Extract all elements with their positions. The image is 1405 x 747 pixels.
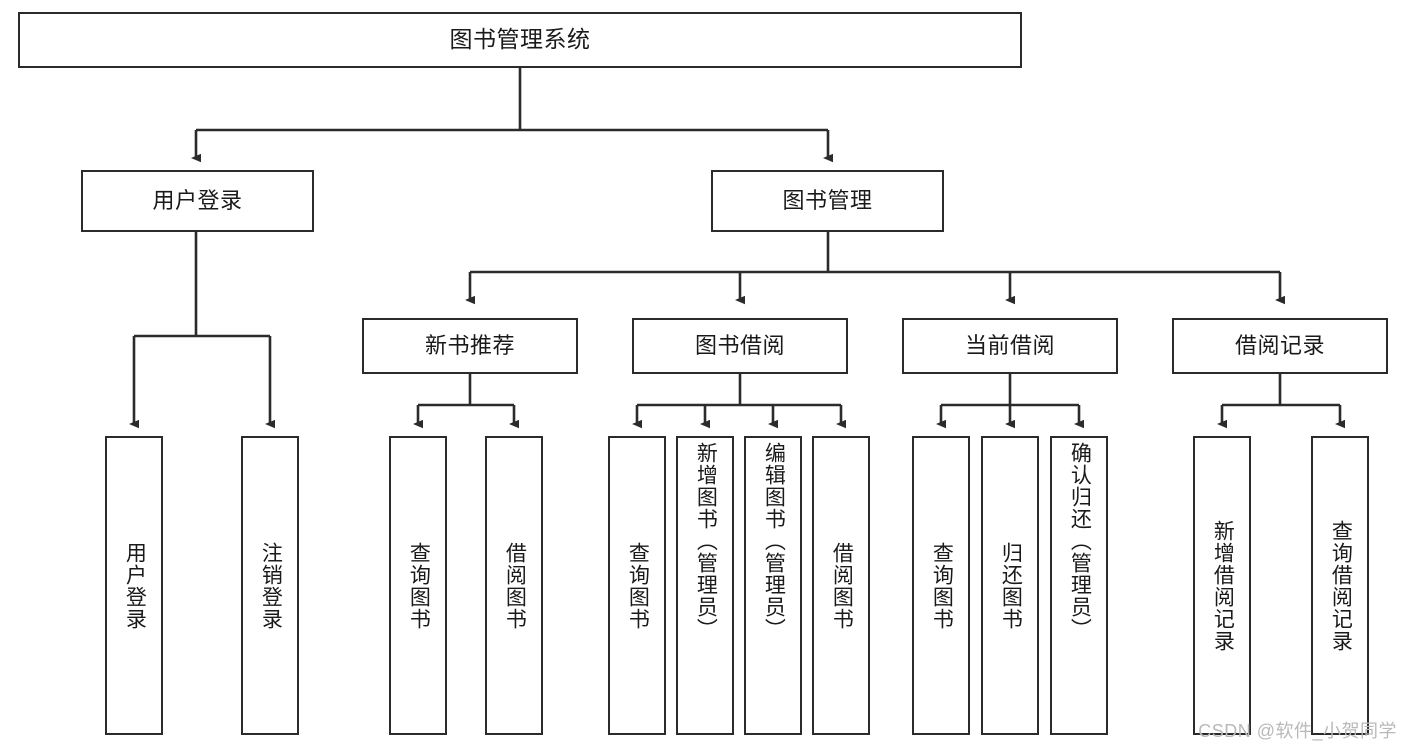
leaf-current-confirm-return-label: 确认归还（管理员） xyxy=(1068,442,1092,640)
leaf-new-book-borrow-label: 借阅图书 xyxy=(503,541,527,630)
leaf-user-login-signin-label: 用户登录 xyxy=(123,541,147,630)
node-borrow-record-label: 借阅记录 xyxy=(1234,332,1325,358)
watermark: CSDN @软件_小贺同学 xyxy=(1198,721,1397,741)
leaf-current-return-book[interactable]: 归还图书 xyxy=(981,436,1039,735)
leaf-borrow-query-book-label: 查询图书 xyxy=(626,541,650,630)
node-book-borrow-label: 图书借阅 xyxy=(694,332,785,358)
node-root[interactable]: 图书管理系统 xyxy=(18,12,1022,68)
leaf-current-query-book[interactable]: 查询图书 xyxy=(912,436,970,735)
node-current-borrow-label: 当前借阅 xyxy=(964,332,1055,358)
node-borrow-record[interactable]: 借阅记录 xyxy=(1172,318,1388,374)
node-current-borrow[interactable]: 当前借阅 xyxy=(902,318,1118,374)
leaf-borrow-borrow-book-label: 借阅图书 xyxy=(830,541,854,630)
leaf-record-add-label: 新增借阅记录 xyxy=(1211,519,1235,652)
leaf-borrow-query-book[interactable]: 查询图书 xyxy=(608,436,666,735)
leaf-user-login-signout-label: 注销登录 xyxy=(259,541,283,630)
node-new-book-recommend-label: 新书推荐 xyxy=(424,332,515,358)
node-root-label: 图书管理系统 xyxy=(449,26,591,53)
leaf-new-book-query[interactable]: 查询图书 xyxy=(389,436,447,735)
node-user-login-label: 用户登录 xyxy=(152,187,243,213)
leaf-current-return-book-label: 归还图书 xyxy=(999,541,1023,630)
leaf-user-login-signin[interactable]: 用户登录 xyxy=(105,436,163,735)
leaf-borrow-borrow-book[interactable]: 借阅图书 xyxy=(812,436,870,735)
leaf-record-query-label: 查询借阅记录 xyxy=(1329,519,1353,652)
leaf-new-book-borrow[interactable]: 借阅图书 xyxy=(485,436,543,735)
leaf-borrow-add-book[interactable]: 新增图书（管理员） xyxy=(676,436,734,735)
leaf-borrow-edit-book[interactable]: 编辑图书（管理员） xyxy=(744,436,802,735)
node-user-login[interactable]: 用户登录 xyxy=(81,170,314,232)
leaf-record-add[interactable]: 新增借阅记录 xyxy=(1193,436,1251,735)
leaf-current-query-book-label: 查询图书 xyxy=(930,541,954,630)
leaf-borrow-edit-book-label: 编辑图书（管理员） xyxy=(762,442,786,640)
leaf-new-book-query-label: 查询图书 xyxy=(407,541,431,630)
node-new-book-recommend[interactable]: 新书推荐 xyxy=(362,318,578,374)
node-book-management[interactable]: 图书管理 xyxy=(711,170,944,232)
node-book-borrow[interactable]: 图书借阅 xyxy=(632,318,848,374)
leaf-user-login-signout[interactable]: 注销登录 xyxy=(241,436,299,735)
leaf-record-query[interactable]: 查询借阅记录 xyxy=(1311,436,1369,735)
leaf-current-confirm-return[interactable]: 确认归还（管理员） xyxy=(1050,436,1108,735)
leaf-borrow-add-book-label: 新增图书（管理员） xyxy=(694,442,718,640)
node-book-management-label: 图书管理 xyxy=(782,187,873,213)
